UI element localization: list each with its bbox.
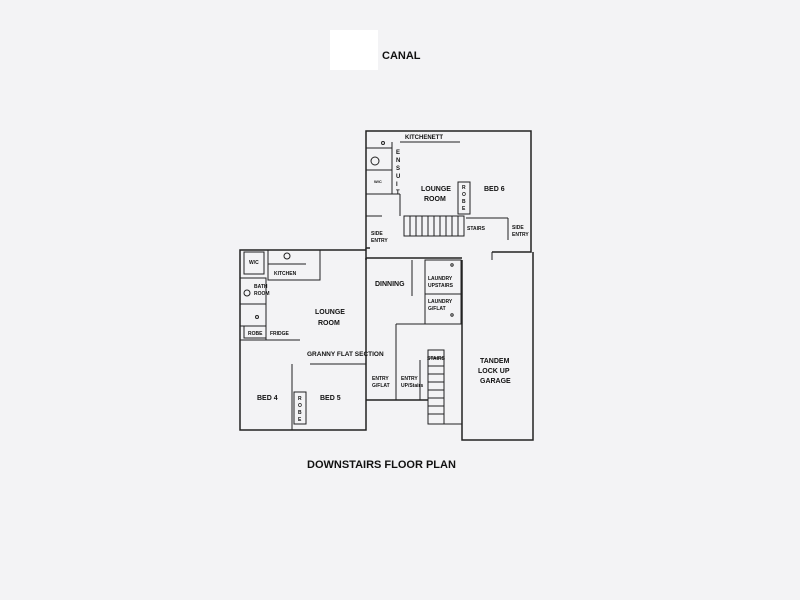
label-kitchen: KITCHEN [274,271,297,277]
label-stairs-upper: STAIRS [467,226,486,232]
svg-text:O: O [298,403,302,409]
label-granny-flat-section: GRANNY FLAT SECTION [307,351,384,358]
label-lounge-flat-1: LOUNGE [315,309,345,316]
svg-text:E: E [396,150,400,156]
label-laundry-gflat-2: G/FLAT [428,306,446,312]
granny-flat-walls [239,249,367,431]
svg-text:E: E [298,417,302,423]
stairs-lower-graphic [427,349,462,425]
svg-text:S: S [396,166,400,172]
svg-text:E: E [462,206,466,212]
svg-text:N: N [396,158,400,164]
label-garage-3: GARAGE [480,378,511,385]
label-laundry-upstairs-2: UPSTAIRS [428,283,454,289]
label-fridge: FRIDGE [270,331,290,337]
svg-text:T: T [396,190,400,196]
label-entry-upstairs-1: ENTRY [401,376,418,382]
label-garage-1: TANDEM [480,358,510,365]
paper-highlight [330,30,378,70]
plan-header-title: CANAL [382,50,421,62]
label-laundry-gflat-1: LAUNDRY [428,299,453,305]
label-garage-2: LOCK UP [478,368,510,375]
label-ensuite: E N S U I T [396,150,400,196]
fixtures [243,141,454,319]
label-laundry-upstairs-1: LAUNDRY [428,276,453,282]
label-robe-lower: R O B E [298,396,302,423]
svg-text:I: I [396,182,398,188]
label-wc: W/C [249,260,259,266]
label-bed5: BED 5 [320,395,341,402]
label-side-entry-right-1: SIDE [512,225,524,231]
label-lounge-upper-2: ROOM [424,196,446,203]
svg-text:R: R [462,185,466,191]
label-entry-gflat-1: ENTRY [372,376,389,382]
label-entry-gflat-2: G/FLAT [372,383,390,389]
label-bathroom-1: BATH [254,284,268,290]
label-wc-upper: W/C [374,179,382,184]
plan-footer-title: DOWNSTAIRS FLOOR PLAN [307,459,456,471]
label-side-entry-right-2: ENTRY [512,232,529,238]
garage-walls [461,252,534,441]
label-bed4: BED 4 [257,395,278,402]
label-side-entry-left-1: SIDE [371,231,383,237]
label-dinning: DINNING [375,281,405,288]
label-kitchenett: KITCHENETT [405,135,443,141]
middle-block-walls [365,257,462,401]
svg-text:R: R [298,396,302,402]
label-lounge-flat-2: ROOM [318,320,340,327]
label-bed6: BED 6 [484,186,505,193]
stairs-upper-graphic [403,215,465,237]
svg-text:B: B [462,199,466,205]
upper-block-walls [365,130,532,260]
svg-text:B: B [298,410,302,416]
label-stairs-lower: STAIRS [427,356,446,362]
svg-text:U: U [396,174,400,180]
label-robe-upper: R O B E [462,185,466,212]
label-side-entry-left-2: ENTRY [371,238,388,244]
label-entry-upstairs-2: UP/Stairs [401,383,423,389]
label-bathroom-2: ROOM [254,291,270,297]
label-robe-flat: ROBE [248,331,263,337]
svg-text:O: O [462,192,466,198]
label-lounge-upper-1: LOUNGE [421,186,451,193]
